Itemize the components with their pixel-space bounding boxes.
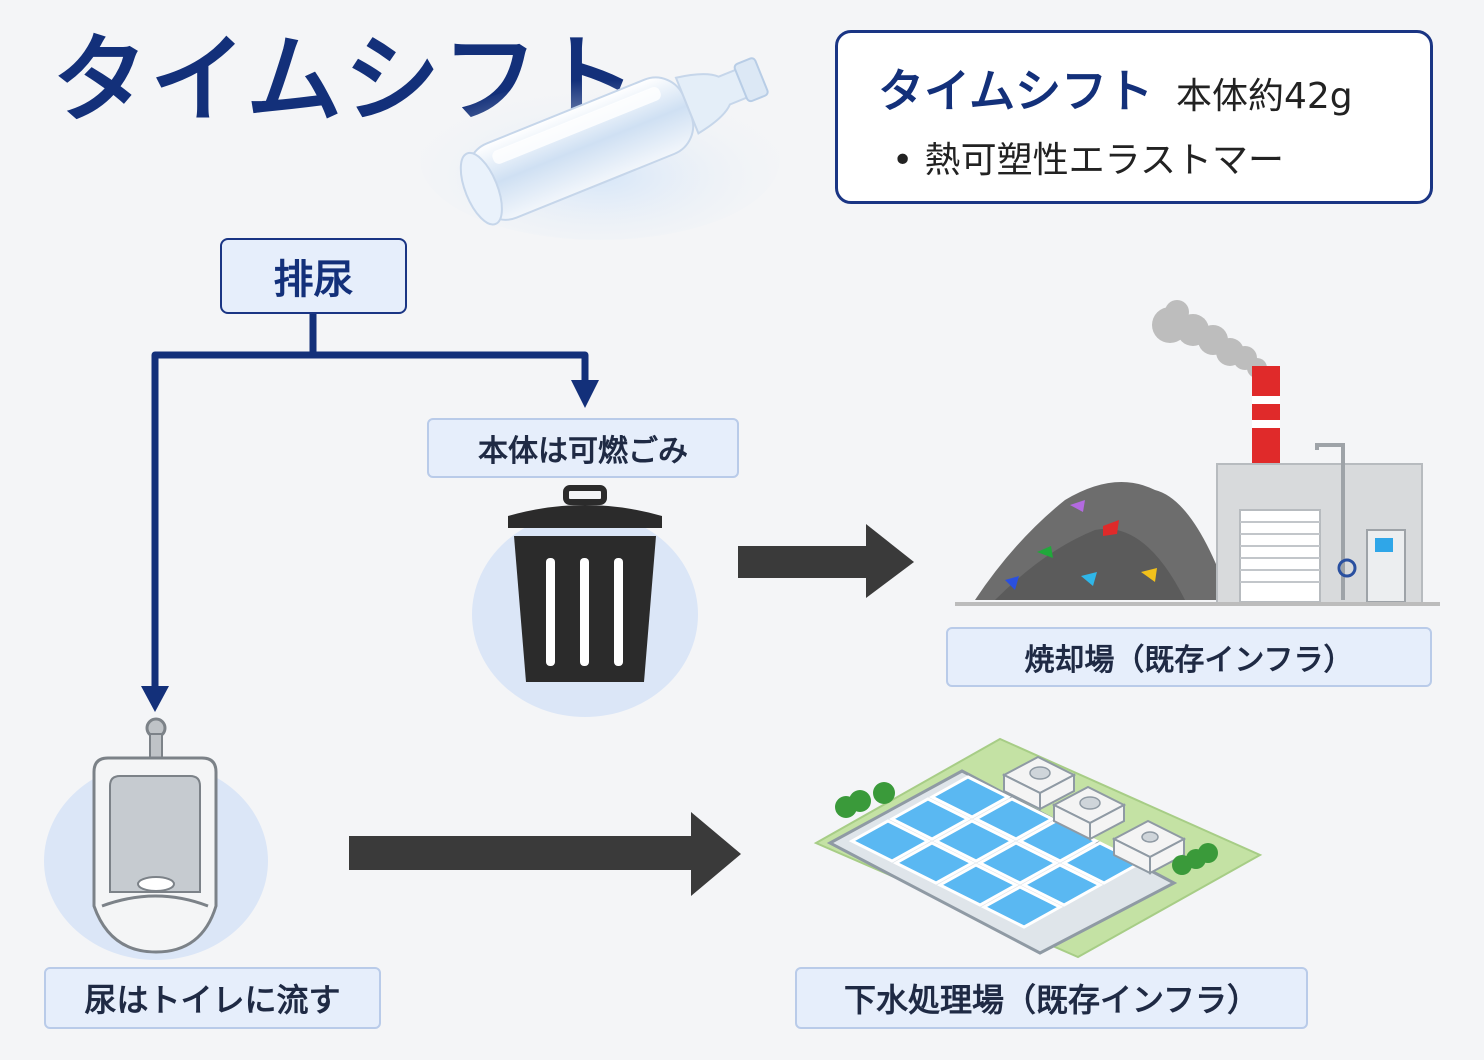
material-bullet: • 熱可塑性エラストマー bbox=[892, 140, 1284, 181]
sewage-plant-icon bbox=[813, 737, 1263, 959]
arrow-head-to-toilet bbox=[141, 686, 169, 712]
product-info-box: タイムシフト 本体約42g • 熱可塑性エラストマー bbox=[835, 30, 1433, 204]
start-label-urination: 排尿 bbox=[220, 238, 407, 314]
incinerator-label: 焼却場（既存インフラ） bbox=[946, 627, 1432, 687]
trash-can-icon bbox=[508, 485, 662, 682]
arrow-toilet-to-sewage bbox=[349, 812, 741, 896]
arrow-trash-to-incinerator bbox=[738, 524, 914, 598]
arrow-head-to-trash bbox=[571, 380, 599, 408]
toilet-label: 尿はトイレに流す bbox=[44, 967, 381, 1029]
sewage-plant-label: 下水処理場（既存インフラ） bbox=[795, 967, 1308, 1029]
incinerator-icon bbox=[955, 300, 1440, 606]
bottle-icon bbox=[420, 57, 780, 240]
trash-label: 本体は可燃ごみ bbox=[427, 418, 739, 478]
product-weight: 本体約42g bbox=[1176, 76, 1353, 117]
product-name: タイムシフト bbox=[878, 64, 1154, 118]
urinal-icon bbox=[92, 717, 218, 954]
